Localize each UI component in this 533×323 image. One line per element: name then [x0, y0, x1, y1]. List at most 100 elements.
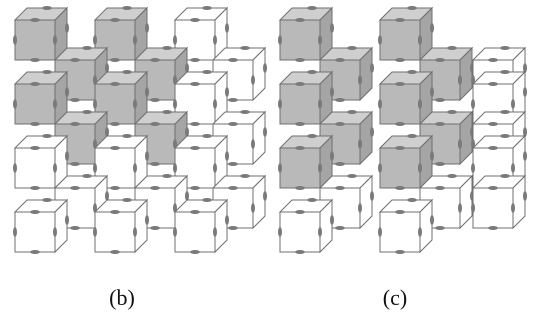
- connector-pad: [447, 174, 457, 178]
- connector-pad: [173, 227, 177, 237]
- connector-pad: [30, 250, 40, 254]
- connector-pad: [93, 35, 97, 45]
- connector-pad: [162, 46, 172, 50]
- open-cube: [173, 6, 229, 62]
- connector-pad: [65, 87, 69, 97]
- connector-pad: [225, 87, 229, 97]
- connector-pad: [225, 215, 229, 225]
- connector-pad: [395, 250, 405, 254]
- connector-pad: [511, 203, 515, 213]
- connector-pad: [30, 146, 40, 150]
- connector-pad: [82, 174, 92, 178]
- connector-pad: [110, 146, 120, 150]
- connector-pad: [395, 58, 405, 62]
- connector-pad: [263, 127, 267, 137]
- connector-pad: [70, 186, 80, 190]
- connector-pad: [122, 198, 132, 202]
- connector-pad: [93, 163, 97, 173]
- cube-front-face: [379, 211, 421, 253]
- connector-pad: [228, 122, 238, 126]
- connector-pad: [330, 87, 334, 97]
- cube-front-face: [279, 19, 321, 61]
- connector-pad: [295, 146, 305, 150]
- connector-pad: [13, 35, 17, 45]
- connector-pad: [162, 110, 172, 114]
- connector-pad: [213, 99, 217, 109]
- connector-pad: [263, 191, 267, 201]
- connector-pad: [105, 191, 109, 201]
- connector-pad: [335, 58, 345, 62]
- connector-pad: [395, 146, 405, 150]
- open-cube: [13, 134, 69, 190]
- connector-pad: [378, 227, 382, 237]
- connector-pad: [202, 134, 212, 138]
- connector-pad: [307, 6, 317, 10]
- panel-b-caption: (b): [109, 285, 135, 310]
- connector-pad: [122, 134, 132, 138]
- connector-pad: [228, 186, 238, 190]
- connector-pad: [228, 98, 238, 102]
- connector-pad: [133, 227, 137, 237]
- open-cube: [93, 198, 149, 254]
- shaded-cube: [378, 70, 434, 126]
- connector-pad: [370, 191, 374, 201]
- connector-pad: [358, 139, 362, 149]
- connector-pad: [435, 98, 445, 102]
- connector-pad: [500, 70, 510, 74]
- connector-pad: [347, 46, 357, 50]
- open-cube: [93, 134, 149, 190]
- connector-pad: [318, 35, 322, 45]
- connector-pad: [347, 110, 357, 114]
- connector-pad: [105, 63, 109, 73]
- connector-pad: [213, 227, 217, 237]
- connector-pad: [435, 186, 445, 190]
- connector-pad: [335, 162, 345, 166]
- connector-pad: [185, 127, 189, 137]
- cube-front-face: [14, 83, 56, 125]
- connector-pad: [190, 82, 200, 86]
- cube-front-face: [379, 147, 421, 189]
- connector-pad: [190, 210, 200, 214]
- connector-pad: [185, 63, 189, 73]
- open-cube: [278, 198, 334, 254]
- connector-pad: [185, 191, 189, 201]
- connector-pad: [278, 35, 282, 45]
- connector-pad: [190, 186, 200, 190]
- connector-pad: [225, 151, 229, 161]
- connector-pad: [70, 122, 80, 126]
- connector-pad: [488, 82, 498, 86]
- connector-pad: [251, 203, 255, 213]
- connector-pad: [347, 174, 357, 178]
- connector-pad: [30, 82, 40, 86]
- connector-pad: [523, 87, 527, 97]
- connector-pad: [13, 99, 17, 109]
- connector-pad: [240, 46, 250, 50]
- connector-pad: [488, 58, 498, 62]
- shaded-cube: [278, 6, 334, 62]
- connector-pad: [500, 174, 510, 178]
- connector-pad: [110, 82, 120, 86]
- connector-pad: [53, 163, 57, 173]
- connector-pad: [150, 186, 160, 190]
- connector-pad: [173, 99, 177, 109]
- shaded-cube: [13, 6, 69, 62]
- connector-pad: [122, 6, 132, 10]
- open-cube: [378, 198, 434, 254]
- connector-pad: [500, 46, 510, 50]
- connector-pad: [458, 139, 462, 149]
- connector-pad: [358, 203, 362, 213]
- connector-pad: [378, 99, 382, 109]
- cube-front-face: [472, 187, 514, 229]
- connector-pad: [378, 35, 382, 45]
- connector-pad: [228, 226, 238, 230]
- connector-pad: [278, 99, 282, 109]
- connector-pad: [295, 58, 305, 62]
- connector-pad: [93, 99, 97, 109]
- connector-pad: [295, 122, 305, 126]
- open-cube: [211, 110, 267, 166]
- connector-pad: [430, 87, 434, 97]
- connector-pad: [407, 198, 417, 202]
- shaded-cube: [378, 6, 434, 62]
- connector-pad: [307, 198, 317, 202]
